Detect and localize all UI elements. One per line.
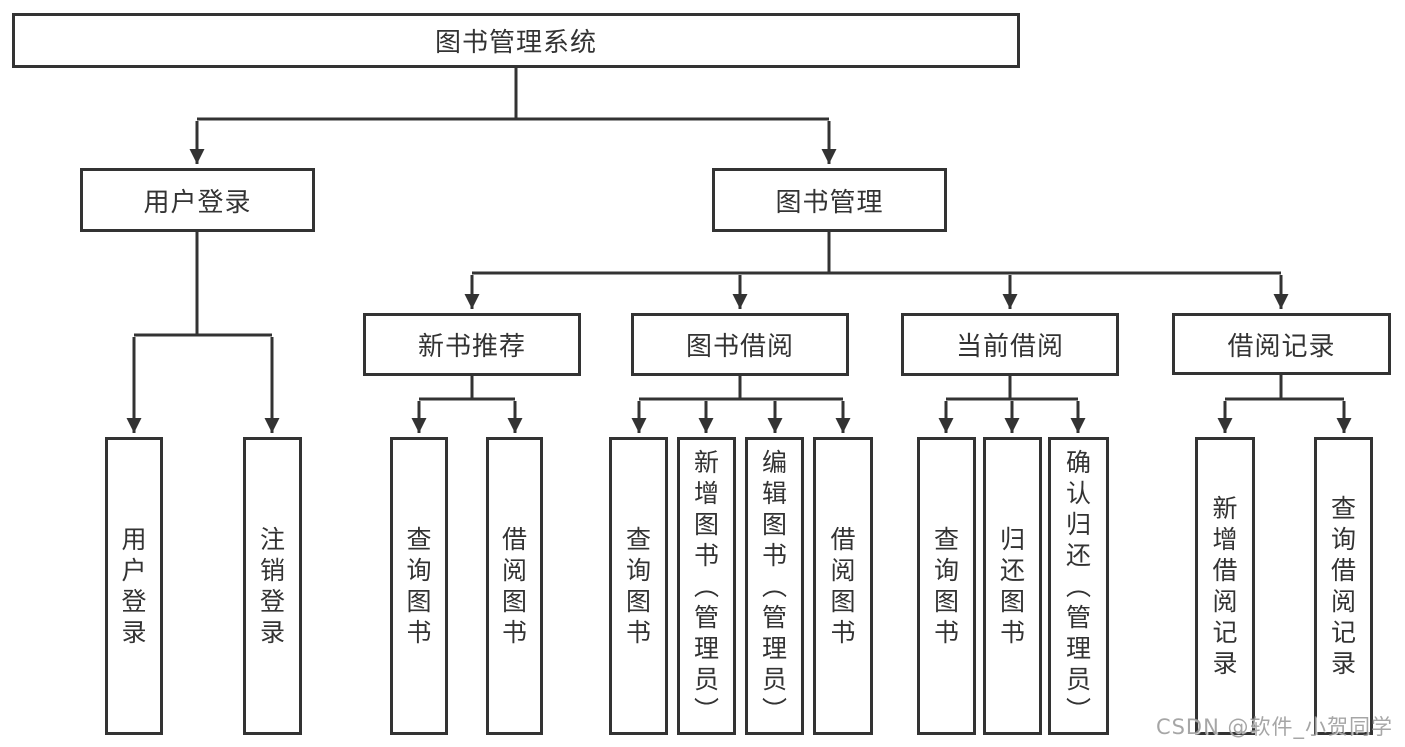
node-book-borrow: 图书借阅 <box>631 313 849 376</box>
node-book-mgmt: 图书管理 <box>712 168 947 232</box>
leaf-return-book: 归 还 图 书 <box>983 437 1042 735</box>
leaf-add-borrow-record: 新 增 借 阅 记 录 <box>1195 437 1255 735</box>
leaf-edit-book-admin: 编 辑 图 书 ︵ 管 理 员 ︶ <box>745 437 804 735</box>
leaf-query-borrow-record: 查 询 借 阅 记 录 <box>1314 437 1373 735</box>
node-borrow-records: 借阅记录 <box>1172 313 1391 375</box>
leaf-query-book: 查 询 图 书 <box>609 437 668 735</box>
leaf-confirm-return-admin: 确 认 归 还 ︵ 管 理 员 ︶ <box>1048 437 1109 735</box>
leaf-add-book-admin: 新 增 图 书 ︵ 管 理 员 ︶ <box>677 437 736 735</box>
watermark: CSDN @软件_小贺同学 <box>1155 715 1393 739</box>
leaf-logout: 注 销 登 录 <box>243 437 302 735</box>
node-user-login: 用户登录 <box>80 168 315 232</box>
leaf-query-book: 查 询 图 书 <box>390 437 448 735</box>
leaf-user-login: 用 户 登 录 <box>105 437 163 735</box>
node-current-borrow: 当前借阅 <box>901 313 1119 376</box>
leaf-query-book: 查 询 图 书 <box>917 437 976 735</box>
node-new-book-rec: 新书推荐 <box>363 313 581 376</box>
leaf-borrow-book: 借 阅 图 书 <box>813 437 873 735</box>
leaf-borrow-book: 借 阅 图 书 <box>486 437 543 735</box>
node-root: 图书管理系统 <box>12 13 1020 68</box>
